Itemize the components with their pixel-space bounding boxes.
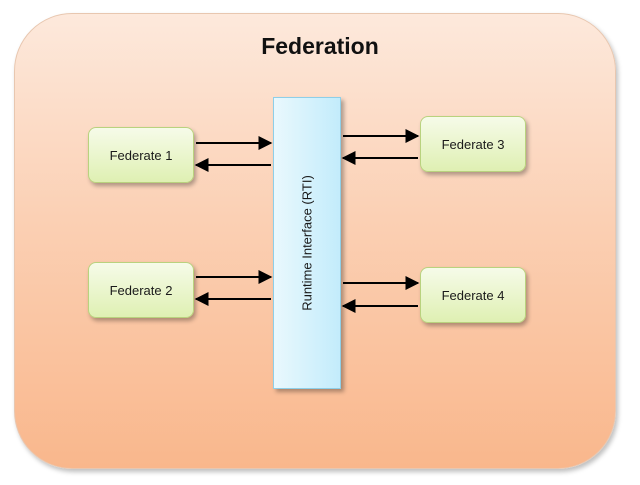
federate-3-box: Federate 3	[420, 116, 526, 172]
federate-3-label: Federate 3	[441, 136, 505, 152]
diagram-title: Federation	[261, 33, 379, 59]
federate-4-box: Federate 4	[420, 267, 526, 323]
rti-box: Runtime Interface (RTI)	[273, 97, 341, 389]
federate-4-label: Federate 4	[441, 287, 505, 303]
federate-2-label: Federate 2	[109, 282, 173, 298]
federate-1-label: Federate 1	[109, 147, 173, 163]
federate-1-box: Federate 1	[88, 127, 194, 183]
federate-2-box: Federate 2	[88, 262, 194, 318]
